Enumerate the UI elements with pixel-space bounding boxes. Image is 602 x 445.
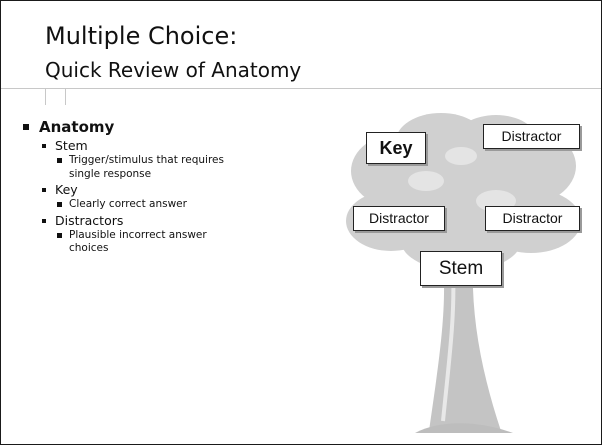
bullet-key: Key [41, 182, 319, 198]
bullet-list: Anatomy Stem Trigger/stimulus that requi… [19, 117, 319, 256]
bullet-distractors-detail: Plausible incorrect answer choices [57, 229, 224, 256]
bullet-key-detail: Clearly correct answer [57, 198, 224, 212]
title-divider [1, 88, 601, 89]
divider-tick [65, 88, 66, 105]
bullet-distractors: Distractors [41, 213, 319, 229]
bullet-stem: Stem [41, 138, 319, 154]
bullet-heading: Anatomy [19, 117, 319, 137]
divider-tick [45, 88, 46, 105]
key-label: Key [366, 132, 426, 164]
distractor-label-top: Distractor [483, 124, 580, 149]
stem-label: Stem [420, 251, 502, 286]
slide-subtitle: Quick Review of Anatomy [45, 58, 302, 82]
bullet-stem-detail: Trigger/stimulus that requires single re… [57, 154, 224, 181]
slide-title: Multiple Choice: [45, 22, 238, 50]
distractor-label-left: Distractor [353, 206, 445, 231]
distractor-label-right: Distractor [485, 206, 580, 231]
